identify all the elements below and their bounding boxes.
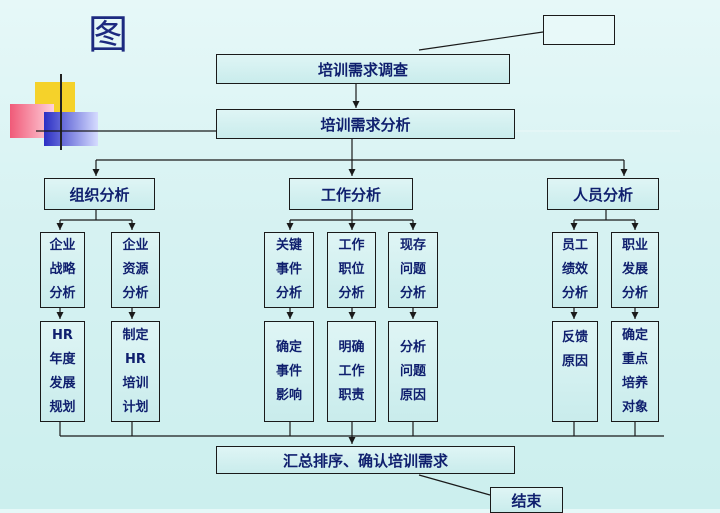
node-org-training-plan: 制定 HR 培训 计划 <box>111 321 160 422</box>
node-summary-confirm: 汇总排序、确认培训需求 <box>216 446 515 474</box>
node-org-hr-plan: HR 年度 发展 规划 <box>40 321 85 422</box>
callout-box-top <box>543 15 615 45</box>
node-person-performance: 员工 绩效 分析 <box>552 232 598 308</box>
node-work-analysis: 工作分析 <box>289 178 413 210</box>
node-work-cause: 分析 问题 原因 <box>388 321 438 422</box>
decorative-vertical-line <box>60 74 62 150</box>
node-person-target: 确定 重点 培养 对象 <box>611 321 659 422</box>
node-person-feedback: 反馈 原因 <box>552 321 598 422</box>
node-person-analysis: 人员分析 <box>547 178 659 210</box>
node-work-post: 工作 职位 分析 <box>327 232 376 308</box>
node-end: 结束 <box>490 487 563 513</box>
node-org-analysis: 组织分析 <box>44 178 155 210</box>
node-training-analysis: 培训需求分析 <box>216 109 515 139</box>
decorative-blue-square <box>44 112 98 146</box>
node-person-career: 职业 发展 分析 <box>611 232 659 308</box>
node-org-resource: 企业 资源 分析 <box>111 232 160 308</box>
node-training-survey: 培训需求调查 <box>216 54 510 84</box>
node-work-problem: 现存 问题 分析 <box>388 232 438 308</box>
node-org-strategy: 企业 战略 分析 <box>40 232 85 308</box>
node-work-key-events: 关键 事件 分析 <box>264 232 314 308</box>
node-work-impact: 确定 事件 影响 <box>264 321 314 422</box>
node-work-duty: 明确 工作 职责 <box>327 321 376 422</box>
title-character: 图 <box>88 12 128 58</box>
